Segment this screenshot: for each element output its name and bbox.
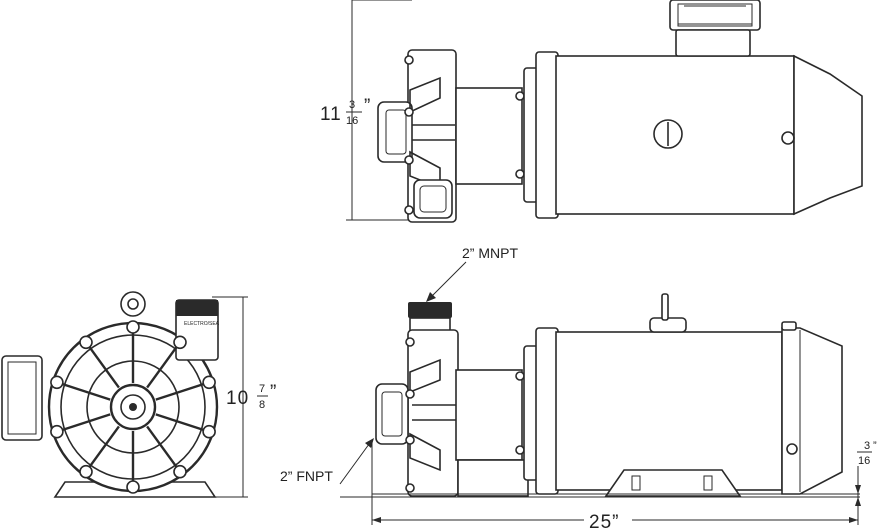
top-height-num: 3 <box>349 99 355 111</box>
end-spoke <box>155 413 204 432</box>
end-bolts <box>50 320 216 494</box>
suction-callout-label: 2” FNPT <box>280 468 333 484</box>
side-motor-body <box>555 331 783 491</box>
end-spoke <box>155 382 204 401</box>
top-height-unit: ” <box>364 96 371 117</box>
end-spoke <box>146 425 178 468</box>
suction-callout: 2” FNPT <box>280 438 374 485</box>
end-bolt <box>50 375 64 390</box>
top-height-whole: 11 <box>320 104 342 125</box>
end-height-num: 7 <box>259 383 265 395</box>
side-volute <box>407 329 459 497</box>
side-view <box>340 293 860 498</box>
side-motor-endcap <box>781 327 843 495</box>
side-motor-foot <box>604 469 742 497</box>
base-offset-dimension: 3 16 ” <box>855 440 877 512</box>
top-motor-body <box>555 55 795 215</box>
end-spoke <box>62 413 111 432</box>
end-bolt <box>50 424 64 439</box>
end-spoke <box>146 346 178 389</box>
top-conduit-plug <box>653 119 683 149</box>
end-bolt <box>202 375 216 390</box>
side-discharge-thread <box>408 302 452 318</box>
end-bolt <box>126 480 140 494</box>
end-brand-label: ELECTRO/SEA <box>184 321 220 327</box>
end-height-unit: ” <box>270 382 277 403</box>
top-height-dimension: 11 3 16 ” <box>320 96 371 127</box>
side-adapter <box>455 369 523 461</box>
discharge-callout: 2” MNPT <box>426 245 518 302</box>
side-adapter-foot <box>457 459 529 497</box>
length-label: 25” <box>589 512 619 530</box>
end-bolt <box>173 335 187 350</box>
base-offset-num: 3 <box>864 440 870 452</box>
end-bolt <box>202 424 216 439</box>
end-bolt <box>126 320 140 334</box>
discharge-callout-label: 2” MNPT <box>462 245 518 261</box>
end-spokes <box>62 333 204 481</box>
base-offset-den: 16 <box>858 455 870 467</box>
end-spoke <box>88 346 120 389</box>
top-motor-endcap <box>793 54 863 216</box>
end-height-whole: 10 <box>226 388 249 409</box>
end-spoke <box>88 425 120 468</box>
base-offset-unit: ” <box>873 440 877 452</box>
top-view <box>346 0 863 223</box>
end-spoke <box>62 382 111 401</box>
top-height-den: 16 <box>346 115 358 127</box>
end-height-den: 8 <box>259 399 265 411</box>
end-height-dimension: 10 7 8 ” <box>226 382 277 411</box>
end-view: ELECTRO/SEA <box>1 291 248 498</box>
end-bolt <box>173 464 187 479</box>
top-adapter <box>455 87 523 185</box>
end-bolt <box>79 464 93 479</box>
side-switch-toggle <box>661 293 669 321</box>
end-bolt <box>79 335 93 350</box>
